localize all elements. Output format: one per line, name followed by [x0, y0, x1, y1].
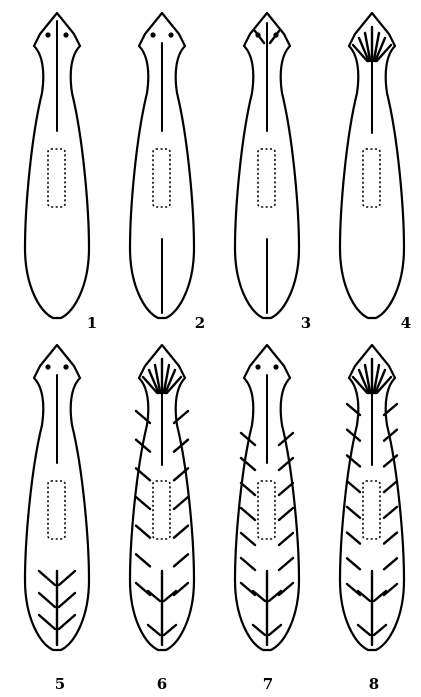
- planarian-panel-1: 1: [25, 13, 97, 332]
- right-eyespot: [168, 32, 173, 37]
- panel-label: 7: [263, 675, 273, 693]
- panel-label: 8: [369, 675, 379, 693]
- panel-label: 6: [157, 675, 167, 693]
- panel-label: 2: [195, 314, 205, 332]
- left-eyespot: [255, 364, 260, 369]
- left-eyespot: [150, 32, 155, 37]
- right-eyespot: [273, 364, 278, 369]
- right-eyespot: [63, 364, 68, 369]
- planarian-panel-4: 4: [340, 13, 411, 332]
- planarian-panel-2: 2: [130, 13, 205, 332]
- planarian-panel-3: 3: [235, 13, 311, 332]
- planarian-panel-8: 8: [340, 345, 404, 693]
- panel-label: 1: [87, 314, 97, 332]
- planarian-panel-6: 6: [130, 345, 194, 693]
- right-eyespot: [63, 32, 68, 37]
- left-eyespot: [45, 364, 50, 369]
- left-eyespot: [45, 32, 50, 37]
- planarian-panel-5: 5: [25, 345, 89, 693]
- panel-label: 3: [301, 314, 311, 332]
- panel-label: 5: [55, 675, 65, 693]
- panel-label: 4: [401, 314, 411, 332]
- planarian-panel-7: 7: [235, 345, 299, 693]
